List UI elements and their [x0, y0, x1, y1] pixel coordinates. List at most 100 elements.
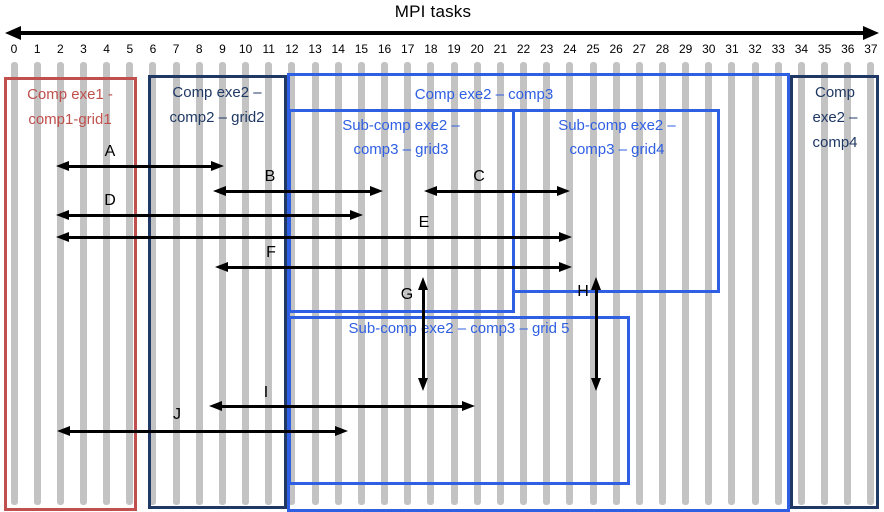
arrow-A-head-left	[56, 160, 69, 171]
arrow-label-E: E	[418, 214, 430, 231]
box-label-line: comp3 – grid4	[569, 141, 665, 158]
task-bar-22	[520, 62, 528, 505]
task-bar-33	[774, 62, 782, 505]
arrow-label-F: F	[266, 244, 276, 261]
task-bar-0	[10, 62, 18, 505]
task-number-26: 26	[609, 42, 623, 56]
task-number-1: 1	[33, 42, 41, 56]
task-number-27: 27	[632, 42, 646, 56]
arrow-C-line	[434, 189, 560, 193]
box-comp4	[790, 75, 879, 509]
arrow-D-head-right	[350, 209, 363, 220]
arrow-D-head-left	[56, 209, 69, 220]
task-number-34: 34	[794, 42, 809, 56]
task-bar-3	[79, 62, 87, 505]
arrow-label-I: I	[263, 384, 269, 401]
arrow-G-head-down	[417, 378, 428, 391]
box-label-line: exe2 –	[812, 109, 858, 126]
box-label-line: Comp exe2 –	[172, 84, 262, 101]
arrow-G-line	[421, 287, 425, 381]
task-number-23: 23	[539, 42, 554, 56]
arrow-E-head-right	[559, 231, 572, 242]
arrow-F-head-right	[559, 261, 572, 272]
arrow-B-line	[223, 189, 373, 193]
arrow-F-head-left	[215, 261, 228, 272]
task-bar-36	[844, 62, 852, 505]
task-number-12: 12	[285, 42, 299, 56]
arrow-G-head-up	[417, 277, 428, 290]
task-number-5: 5	[126, 42, 134, 56]
task-bar-26	[612, 62, 620, 505]
task-bar-20	[473, 62, 481, 505]
task-bar-24	[566, 62, 574, 505]
arrow-label-J: J	[173, 406, 181, 423]
task-bar-11	[265, 62, 273, 505]
box-label-comp4: Comp exe2 – comp4	[812, 80, 857, 155]
box-label-line: comp2 – grid2	[169, 109, 265, 126]
task-bar-6	[149, 62, 157, 505]
box-label-line: comp4	[812, 134, 858, 151]
box-label-line: Comp exe2 – comp3	[414, 86, 554, 103]
task-bar-18	[427, 62, 435, 505]
arrow-label-D: D	[104, 192, 116, 209]
arrow-label-C: C	[473, 168, 485, 185]
arrow-I-head-right	[462, 400, 475, 411]
box-comp1-grid1	[4, 77, 137, 511]
box-label-line: Sub-comp exe2 –	[342, 117, 460, 134]
task-number-22: 22	[516, 42, 531, 56]
task-bar-8	[195, 62, 203, 505]
task-number-2: 2	[56, 42, 64, 56]
task-bar-4	[103, 62, 111, 505]
task-number-13: 13	[308, 42, 322, 56]
task-number-8: 8	[195, 42, 203, 56]
task-number-7: 7	[172, 42, 180, 56]
task-bar-35	[821, 62, 829, 505]
task-number-4: 4	[103, 42, 110, 56]
box-label-line: Sub-comp exe2 –	[558, 117, 676, 134]
axis-arrow-head-right	[863, 26, 879, 40]
task-bar-30	[705, 62, 713, 505]
task-bar-31	[728, 62, 736, 505]
arrow-J-line	[67, 429, 338, 433]
arrow-J-head-left	[57, 425, 70, 436]
task-bar-19	[450, 62, 458, 505]
box-label-line: comp3 – grid3	[353, 141, 449, 158]
task-bar-10	[242, 62, 250, 505]
arrow-label-A: A	[104, 143, 116, 160]
task-number-3: 3	[80, 42, 87, 56]
box-label-line: comp1-grid1	[28, 111, 112, 128]
task-bar-5	[126, 62, 134, 505]
task-bar-21	[496, 62, 504, 505]
arrow-label-B: B	[264, 168, 276, 185]
task-number-32: 32	[748, 42, 762, 56]
arrow-I-head-left	[209, 400, 222, 411]
task-number-18: 18	[424, 42, 438, 56]
task-bar-28	[658, 62, 666, 505]
task-number-35: 35	[817, 42, 832, 56]
box-label-line: Comp	[814, 84, 856, 101]
arrow-J-head-right	[335, 425, 348, 436]
task-number-36: 36	[841, 42, 855, 56]
task-number-29: 29	[678, 42, 693, 56]
task-bar-12	[288, 62, 296, 505]
task-bar-1	[33, 62, 41, 505]
task-number-15: 15	[354, 42, 369, 56]
task-number-0: 0	[10, 42, 18, 56]
arrow-E-line	[66, 235, 562, 239]
diagram-title: MPI tasks	[394, 2, 472, 21]
task-number-17: 17	[401, 42, 415, 56]
task-bar-32	[751, 62, 759, 505]
task-number-11: 11	[262, 42, 275, 56]
task-bar-29	[682, 62, 690, 505]
arrow-B-head-right	[370, 185, 383, 196]
box-comp2-grid2	[148, 75, 287, 509]
arrow-B-head-left	[213, 185, 226, 196]
task-bar-17	[404, 62, 412, 505]
task-bar-2	[56, 62, 64, 505]
task-bar-23	[543, 62, 551, 505]
task-bar-9	[218, 62, 226, 505]
task-number-30: 30	[702, 42, 716, 56]
box-label-comp3-grid5: Sub-comp exe2 – comp3 – grid 5	[349, 318, 570, 340]
task-bar-16	[381, 62, 389, 505]
